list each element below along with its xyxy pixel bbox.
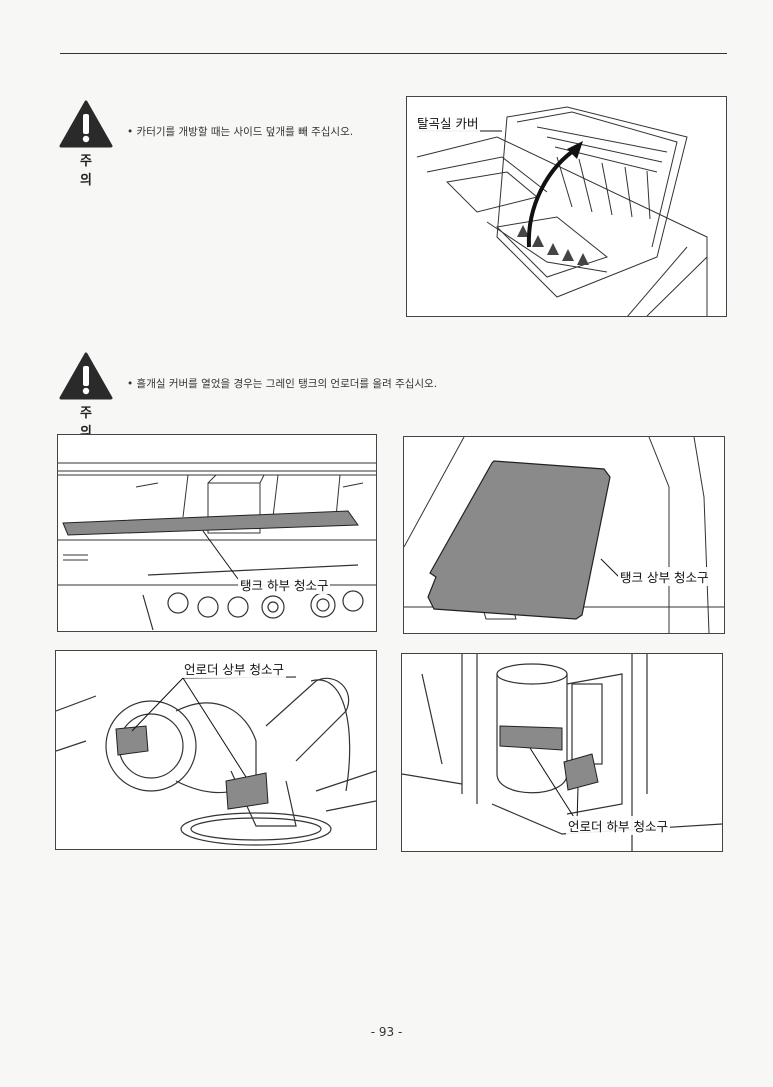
- page-number: - 93 -: [370, 1025, 403, 1039]
- label-tank-top-cleanout: 탱크 상부 청소구: [618, 567, 711, 586]
- figure-tank-bottom-cleanout: 탱크 하부 청소구: [57, 434, 377, 632]
- label-unloader-top-cleanout: 언로더 상부 청소구: [182, 659, 286, 678]
- tank-top-illustration: [404, 437, 724, 633]
- warning-triangle-icon: [59, 352, 113, 400]
- header-rule: [60, 53, 727, 54]
- unloader-top-illustration: [56, 676, 376, 846]
- tank-bottom-illustration: [58, 462, 376, 631]
- unloader-bottom-illustration: [402, 654, 722, 851]
- figure-unloader-bottom-cleanout: 언로더 하부 청소구: [401, 653, 723, 852]
- figure-tank-top-cleanout: 탱크 상부 청소구: [403, 436, 725, 634]
- caution-label: 주 의: [80, 406, 104, 440]
- figure-threshing-cover: 탈곡실 카버: [406, 96, 727, 317]
- caution-block-2: 주 의: [58, 352, 114, 440]
- threshing-cover-illustration: [416, 106, 708, 316]
- label-unloader-bottom-cleanout: 언로더 하부 청소구: [566, 816, 670, 835]
- caution-text-1: • 카터기를 개방할 때는 사이드 덮개를 빼 주십시오.: [127, 126, 354, 138]
- caution-text-2: • 흘개실 커버를 열었을 경우는 그레인 탱크의 언로더를 올려 주십시오.: [127, 378, 438, 390]
- label-tank-bottom-cleanout: 탱크 하부 청소구: [238, 575, 331, 594]
- warning-triangle-icon: [59, 100, 113, 148]
- figure-unloader-top-cleanout: 언로더 상부 청소구: [55, 650, 377, 850]
- label-threshing-cover: 탈곡실 카버: [415, 113, 481, 132]
- caution-block-1: 주 의: [58, 100, 114, 188]
- caution-label: 주 의: [80, 154, 104, 188]
